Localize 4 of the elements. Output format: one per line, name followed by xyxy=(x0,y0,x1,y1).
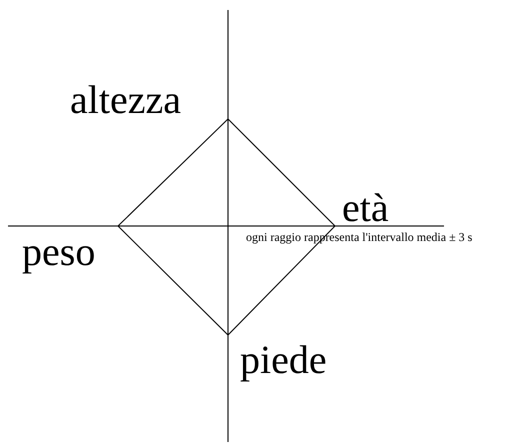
axis-label: peso xyxy=(22,232,96,272)
axis-label: altezza xyxy=(70,80,181,120)
axis-label: età xyxy=(342,188,389,228)
axis-label: piede xyxy=(240,340,327,380)
